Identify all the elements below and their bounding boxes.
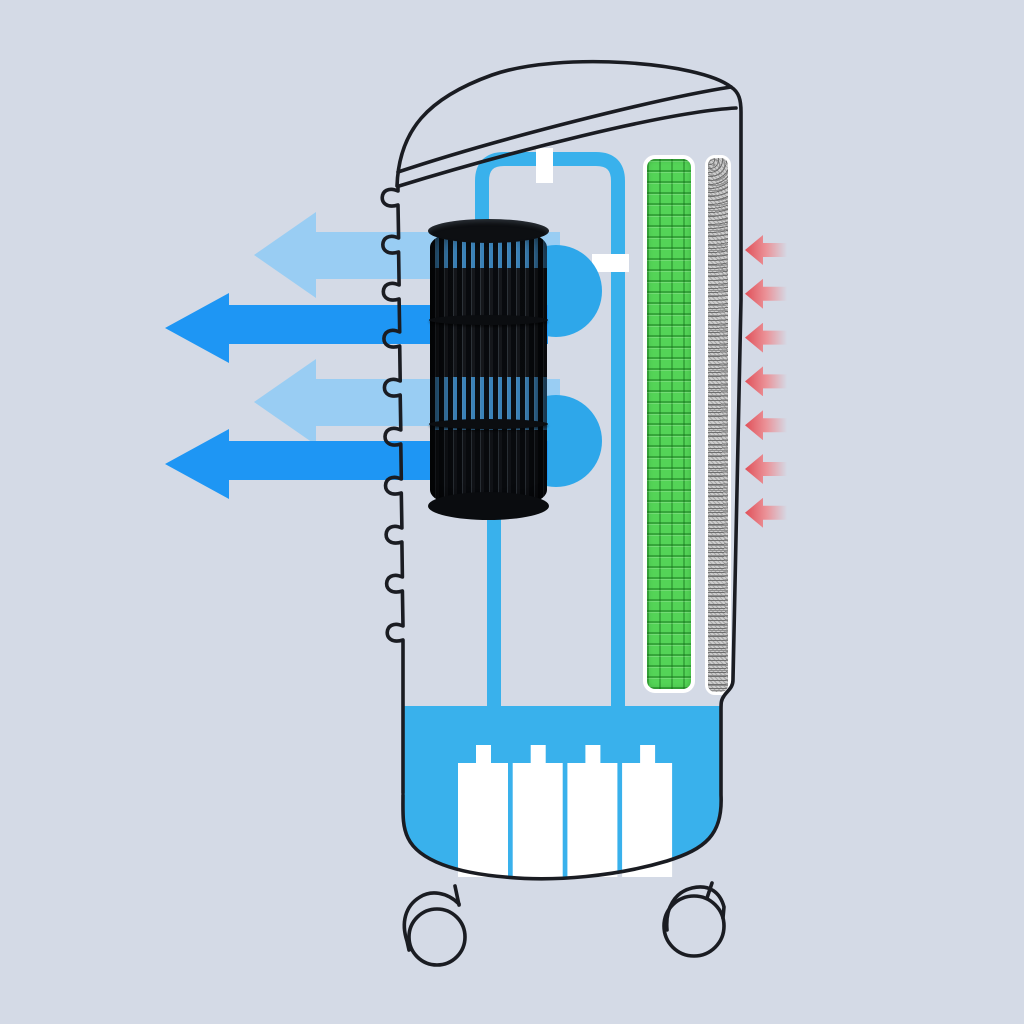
- caster-wheel-right: [662, 881, 726, 958]
- fan-bottom-cap: [428, 492, 549, 520]
- caster-wheel-left: [402, 884, 467, 967]
- ice-packs: [458, 745, 673, 877]
- fan-seam: [429, 419, 548, 429]
- body-outline: [395, 59, 743, 881]
- duct-valve-marker: [536, 148, 553, 183]
- duct-valve-marker: [592, 254, 629, 272]
- fan-ribs: [430, 227, 547, 510]
- top-panel-edge-1: [396, 85, 733, 174]
- cooling-pad: [643, 155, 695, 693]
- top-panel-edge-2: [397, 106, 738, 188]
- dust-filter: [705, 155, 731, 695]
- fan-top-cap: [428, 219, 549, 243]
- front-louver-coil: [380, 184, 405, 795]
- fan-cylinder: [428, 219, 549, 520]
- fan-seam: [429, 315, 548, 325]
